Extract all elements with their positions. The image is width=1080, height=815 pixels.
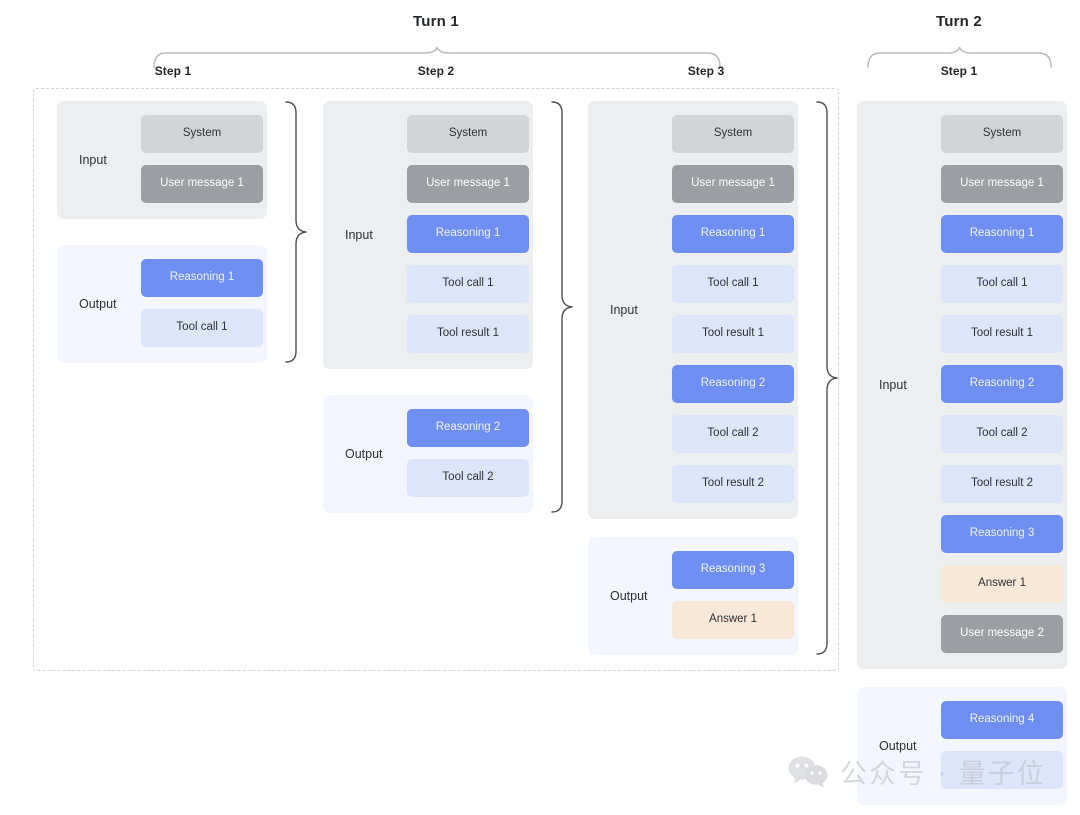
token-reasoning: Reasoning 1 (672, 215, 794, 253)
t1-s2-input-panel: Input System User message 1 Reasoning 1 … (323, 101, 533, 369)
token-tool-call: Tool call 2 (941, 415, 1063, 453)
connector-brace-step1-to-step2 (285, 101, 307, 363)
token-tool-result: Tool result 1 (672, 315, 794, 353)
token-answer: Answer 1 (672, 601, 794, 639)
token-reasoning: Reasoning 2 (941, 365, 1063, 403)
token-reasoning: Reasoning 3 (672, 551, 794, 589)
turn-1-brace (153, 46, 721, 68)
token-tool-call: Tool call 1 (941, 265, 1063, 303)
t1-s3-input-panel: Input System User message 1 Reasoning 1 … (588, 101, 798, 519)
t1-s2-output-label: Output (345, 447, 383, 461)
token-reasoning: Reasoning 1 (407, 215, 529, 253)
t2-s1-output-label: Output (879, 739, 917, 753)
token-tool-call: Tool call 2 (407, 459, 529, 497)
connector-brace-step2-to-step3 (551, 101, 573, 513)
token-system: System (407, 115, 529, 153)
token-obscured (941, 751, 1063, 789)
token-tool-result: Tool result 1 (407, 315, 529, 353)
token-tool-call: Tool call 1 (407, 265, 529, 303)
t1-s3-output-panel: Output Reasoning 3 Answer 1 (588, 537, 798, 655)
token-answer: Answer 1 (941, 565, 1063, 603)
t1-s2-input-tokens: System User message 1 Reasoning 1 Tool c… (407, 115, 529, 353)
token-system: System (672, 115, 794, 153)
step-label-t1-s3: Step 3 (687, 64, 725, 78)
t1-s2-output-panel: Output Reasoning 2 Tool call 2 (323, 395, 533, 513)
token-reasoning: Reasoning 2 (407, 409, 529, 447)
t1-s2-input-label: Input (345, 228, 373, 242)
turn-2-brace (867, 46, 1052, 68)
t1-s1-output-panel: Output Reasoning 1 Tool call 1 (57, 245, 267, 363)
step-label-t1-s2: Step 2 (417, 64, 455, 78)
t2-s1-output-panel: Output Reasoning 4 (857, 687, 1067, 805)
t1-s1-input-tokens: System User message 1 (141, 115, 263, 203)
t1-s2-output-tokens: Reasoning 2 Tool call 2 (407, 409, 529, 497)
token-tool-call: Tool call 1 (141, 309, 263, 347)
token-reasoning: Reasoning 3 (941, 515, 1063, 553)
token-tool-call: Tool call 2 (672, 415, 794, 453)
token-system: System (941, 115, 1063, 153)
wechat-icon (788, 756, 828, 788)
token-reasoning: Reasoning 1 (141, 259, 263, 297)
t2-s1-input-tokens: System User message 1 Reasoning 1 Tool c… (941, 115, 1063, 653)
token-user-message: User message 2 (941, 615, 1063, 653)
connector-brace-turn1-to-turn2 (816, 101, 838, 655)
token-tool-result: Tool result 2 (672, 465, 794, 503)
turn-1-region (33, 88, 839, 671)
t1-s1-output-tokens: Reasoning 1 Tool call 1 (141, 259, 263, 347)
turn-1-title: Turn 1 (413, 13, 459, 30)
t1-s3-input-tokens: System User message 1 Reasoning 1 Tool c… (672, 115, 794, 503)
t1-s3-input-label: Input (610, 303, 638, 317)
t1-s1-input-panel: Input System User message 1 (57, 101, 267, 219)
token-user-message: User message 1 (141, 165, 263, 203)
token-tool-result: Tool result 1 (941, 315, 1063, 353)
step-label-t2-s1: Step 1 (940, 64, 978, 78)
t1-s3-output-tokens: Reasoning 3 Answer 1 (672, 551, 794, 639)
token-user-message: User message 1 (941, 165, 1063, 203)
token-reasoning: Reasoning 4 (941, 701, 1063, 739)
token-tool-call: Tool call 1 (672, 265, 794, 303)
turn-2-title: Turn 2 (936, 13, 982, 30)
t2-s1-input-panel: Input System User message 1 Reasoning 1 … (857, 101, 1067, 669)
token-tool-result: Tool result 2 (941, 465, 1063, 503)
token-system: System (141, 115, 263, 153)
token-reasoning: Reasoning 2 (672, 365, 794, 403)
token-user-message: User message 1 (407, 165, 529, 203)
token-user-message: User message 1 (672, 165, 794, 203)
step-label-t1-s1: Step 1 (154, 64, 192, 78)
t1-s1-output-label: Output (79, 297, 117, 311)
t2-s1-input-label: Input (879, 378, 907, 392)
t1-s3-output-label: Output (610, 589, 648, 603)
t1-s1-input-label: Input (79, 153, 107, 167)
token-reasoning: Reasoning 1 (941, 215, 1063, 253)
t2-s1-output-tokens: Reasoning 4 (941, 701, 1063, 789)
